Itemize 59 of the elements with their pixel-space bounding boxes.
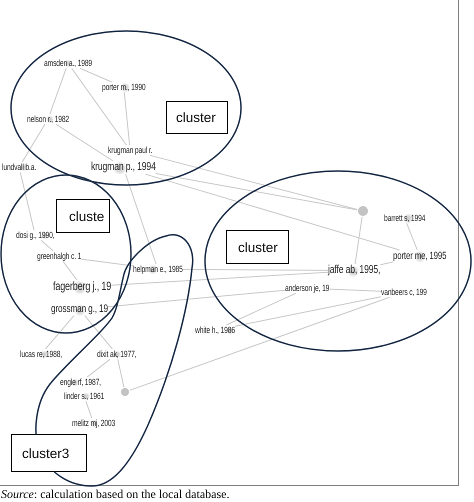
- author-label: melitz mj, 2003: [72, 418, 116, 428]
- cluster-circle: [0, 174, 132, 334]
- network-link: [380, 262, 394, 266]
- network-link: [145, 174, 400, 250]
- network-link: [49, 68, 67, 114]
- network-link: [84, 315, 113, 350]
- network-link: [85, 400, 92, 418]
- author-label: jaffe ab, 1995,: [328, 264, 380, 278]
- cluster-label-box: cluster: [226, 230, 289, 264]
- network-link: [110, 272, 328, 286]
- network-link: [86, 358, 110, 378]
- network-dot: [357, 205, 369, 217]
- network-link: [22, 124, 46, 162]
- author-label: amsden a., 1989: [44, 58, 92, 68]
- network-link: [328, 288, 382, 292]
- network-link: [124, 92, 130, 146]
- network-link: [20, 172, 34, 230]
- author-label: white h., 1986: [195, 325, 235, 336]
- network-link: [117, 358, 124, 388]
- network-link: [354, 216, 363, 264]
- author-label: grossman g., 19: [51, 303, 108, 316]
- author-label: dosi g., 1990,: [16, 230, 54, 240]
- network-link: [149, 154, 358, 210]
- author-label: porter m., 1990: [102, 82, 146, 92]
- network-link: [155, 173, 358, 210]
- author-label: helpman e., 1985: [133, 264, 183, 274]
- author-label: greenhalgh c. 1: [37, 251, 82, 262]
- network-link: [62, 260, 78, 280]
- author-label: porter me, 1995: [393, 250, 446, 262]
- network-link: [71, 68, 127, 146]
- cluster-label-box: cluster3: [11, 434, 87, 472]
- network-link: [182, 268, 328, 271]
- author-label: barrett s, 1994: [384, 213, 426, 224]
- caption: Source: calculation based on the local database.: [1, 487, 230, 501]
- network-link: [234, 296, 382, 327]
- author-label: lundvall b.a.: [2, 162, 36, 172]
- author-label: linder s., 1961: [64, 391, 104, 402]
- author-label: engle rf, 1987,: [60, 377, 101, 388]
- network-link: [125, 174, 157, 264]
- network-link: [80, 258, 134, 266]
- author-label: fagerberg j., 19: [53, 280, 112, 294]
- author-label: krugman paul r.: [108, 145, 152, 156]
- cluster-label-box: cluster: [166, 101, 228, 134]
- network-dot: [120, 387, 130, 397]
- network-link: [40, 240, 54, 252]
- author-label: lucas re, 1988,: [20, 349, 62, 360]
- author-label: dixit ak, 1977,: [97, 349, 136, 360]
- author-label: krugman p., 1994: [91, 161, 156, 174]
- network-link: [226, 292, 296, 326]
- cluster-label-box: cluste: [56, 199, 110, 233]
- network-link: [129, 296, 390, 391]
- network-link: [107, 290, 286, 308]
- network-link: [406, 222, 418, 250]
- author-label: anderson je, 19: [285, 283, 330, 294]
- author-label: nelson r., 1982: [27, 114, 70, 124]
- network-link: [44, 315, 74, 350]
- network-link: [80, 68, 112, 82]
- network-link: [56, 124, 114, 162]
- author-label: vanbeers c, 199: [381, 287, 427, 298]
